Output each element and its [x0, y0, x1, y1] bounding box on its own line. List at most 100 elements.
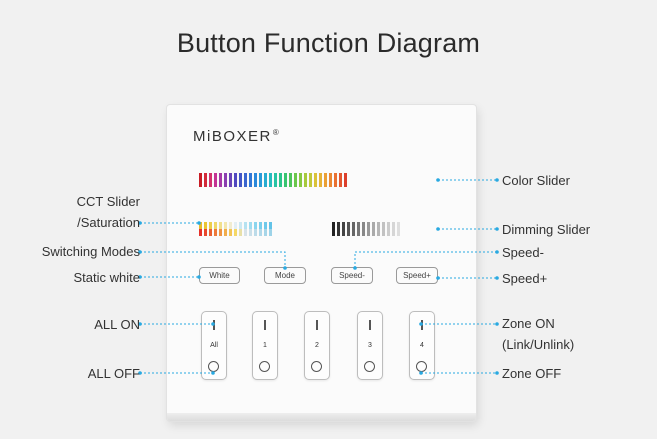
- off-circle-icon: [259, 361, 270, 372]
- label-cct-slider: CCT Slider: [76, 194, 140, 209]
- on-bar-icon: [264, 320, 266, 330]
- leader-dot: [138, 221, 142, 225]
- leader-dot: [495, 250, 499, 254]
- leader-dot: [197, 275, 201, 279]
- slider-segment: [382, 222, 385, 236]
- leader-switching-modes: [140, 251, 286, 268]
- slider-segment: [249, 222, 252, 229]
- key-zone-4[interactable]: 4: [409, 311, 435, 380]
- slider-segment: [362, 222, 365, 236]
- slider-segment: [219, 222, 222, 229]
- slider-segment: [339, 173, 342, 187]
- slider-segment: [199, 222, 202, 229]
- leader-dot: [283, 266, 287, 270]
- slider-segment: [254, 173, 257, 187]
- leader-dot: [138, 250, 142, 254]
- slider-segment: [367, 222, 370, 236]
- slider-segment: [352, 222, 355, 236]
- leader-dot: [138, 371, 142, 375]
- leader-dot: [138, 322, 142, 326]
- slider-segment: [254, 229, 257, 236]
- slider-segment: [249, 229, 252, 236]
- leader-dot: [495, 178, 499, 182]
- slider-segment: [214, 229, 217, 236]
- label-zone-off: Zone OFF: [502, 366, 562, 381]
- slider-segment: [204, 173, 207, 187]
- on-bar-icon: [369, 320, 371, 330]
- slider-segment: [324, 173, 327, 187]
- on-bar-icon: [316, 320, 318, 330]
- label-switching-modes: Switching Modes: [41, 244, 140, 259]
- slider-segment: [249, 173, 252, 187]
- label-color-slider: Color Slider: [502, 173, 570, 188]
- leader-dot: [419, 371, 423, 375]
- key-zone-2[interactable]: 2: [304, 311, 330, 380]
- off-circle-icon: [311, 361, 322, 372]
- label-speed-plus: Speed+: [502, 271, 548, 286]
- slider-segment: [239, 229, 242, 236]
- slider-segment: [269, 229, 272, 236]
- slider-segment: [264, 222, 267, 229]
- slider-segment: [224, 222, 227, 229]
- slider-segment: [239, 173, 242, 187]
- slider-segment: [229, 173, 232, 187]
- slider-segment: [269, 173, 272, 187]
- brand-name: MiBOXER: [193, 128, 272, 145]
- dimming-slider[interactable]: [332, 222, 400, 236]
- slider-segment: [372, 222, 375, 236]
- leader-dot: [138, 275, 142, 279]
- key-zone-1[interactable]: 1: [252, 311, 278, 380]
- slider-segment: [264, 173, 267, 187]
- slider-segment: [387, 222, 390, 236]
- leader-dot: [495, 322, 499, 326]
- slider-segment: [214, 222, 217, 229]
- slider-segment: [269, 222, 272, 229]
- off-circle-icon: [364, 361, 375, 372]
- slider-segment: [274, 173, 277, 187]
- speed-minus-button[interactable]: Speed-: [331, 267, 373, 284]
- brand-mark: ®: [272, 128, 279, 137]
- leader-speed-minus: [354, 251, 497, 268]
- key-label: 3: [368, 342, 372, 349]
- slider-segment: [259, 222, 262, 229]
- slider-segment: [334, 173, 337, 187]
- slider-segment: [234, 229, 237, 236]
- cct-slider-bottom[interactable]: [199, 229, 272, 236]
- slider-segment: [332, 222, 335, 236]
- slider-segment: [342, 222, 345, 236]
- leader-dot: [197, 221, 201, 225]
- slider-segment: [209, 173, 212, 187]
- slider-segment: [289, 173, 292, 187]
- key-zone-3[interactable]: 3: [357, 311, 383, 380]
- slider-segment: [357, 222, 360, 236]
- cct-slider-top[interactable]: [199, 222, 272, 229]
- key-label: 1: [263, 342, 267, 349]
- slider-segment: [224, 229, 227, 236]
- page-title: Button Function Diagram: [176, 28, 481, 58]
- leader-dot: [495, 276, 499, 280]
- slider-segment: [209, 229, 212, 236]
- slider-segment: [284, 173, 287, 187]
- slider-segment: [234, 222, 237, 229]
- slider-segment: [224, 173, 227, 187]
- slider-segment: [244, 229, 247, 236]
- slider-segment: [264, 229, 267, 236]
- slider-segment: [219, 173, 222, 187]
- slider-segment: [279, 173, 282, 187]
- slider-segment: [229, 229, 232, 236]
- leader-dot: [495, 371, 499, 375]
- leader-dot: [353, 266, 357, 270]
- key-all[interactable]: All: [201, 311, 227, 380]
- slider-segment: [199, 229, 202, 236]
- slider-segment: [377, 222, 380, 236]
- slider-segment: [229, 222, 232, 229]
- slider-segment: [309, 173, 312, 187]
- slider-segment: [254, 222, 257, 229]
- slider-segment: [314, 173, 317, 187]
- slider-segment: [259, 229, 262, 236]
- color-slider[interactable]: [199, 173, 347, 187]
- speed-plus-button[interactable]: Speed+: [396, 267, 438, 284]
- slider-segment: [244, 173, 247, 187]
- slider-segment: [204, 229, 207, 236]
